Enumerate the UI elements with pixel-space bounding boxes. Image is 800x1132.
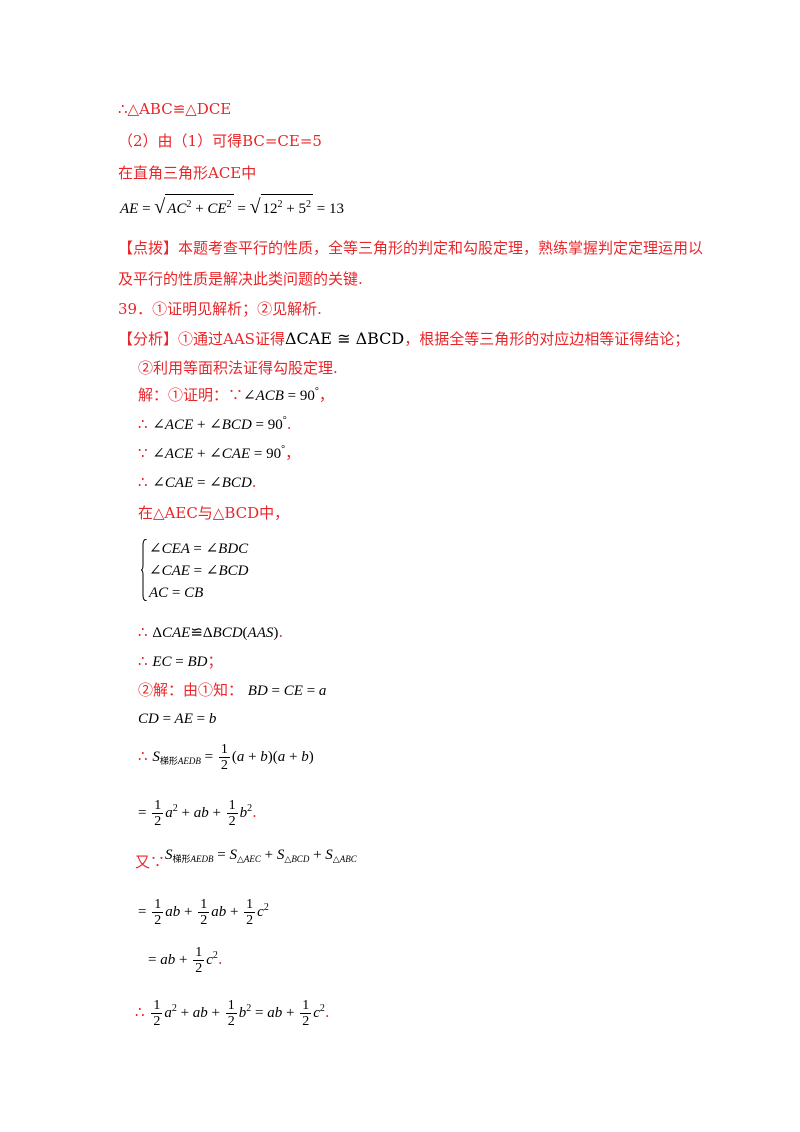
part2-solution: ②解：由①知： BD = CE = a (138, 681, 327, 699)
therefore-symbol: ∴ (135, 1003, 145, 1021)
analysis-suffix: ，根据全等三角形的对应边相等证得结论； (404, 330, 690, 348)
analysis-line-1: 【分析】①通过AAS证得ΔCAE ≅ ΔBCD，根据全等三角形的对应边相等证得结… (118, 329, 689, 349)
period: . (217, 950, 223, 968)
condition-angle-1: ∠CEA = ∠BDC (149, 541, 249, 557)
trapezoid-area-sum: 又∵S梯形AEDB = S△AEC + S△BCD + S△ABC (135, 847, 357, 871)
therefore-symbol: ∴ (138, 473, 148, 491)
period: . (251, 473, 257, 491)
tip-line-1: 【点拨】本题考查平行的性质，全等三角形的判定和勾股定理，熟练掌握判定定理运用以 (118, 239, 704, 257)
trapezoid-subscript: 梯形 (172, 854, 191, 864)
comma: ， (318, 386, 334, 404)
trapezoid-subscript: 梯形 (159, 756, 178, 766)
conclusion-congruent: ∴△ABC≌△DCE (118, 100, 232, 118)
period: . (324, 1003, 330, 1021)
part2-intro: （2）由（1）可得BC=CE=5 (118, 132, 322, 150)
part2-label: ②解：由①知： (138, 681, 244, 699)
analysis-line-2: ②利用等面积法证得勾股定理. (138, 359, 338, 377)
also-because: 又∵ (135, 853, 166, 871)
step-2: ∵ ∠ACE + ∠CAE = 90°， (138, 444, 301, 462)
congruence-conclusion: ∴ ΔCAE≌ΔBCD(AAS). (138, 623, 284, 641)
right-triangle-label: 在直角三角形ACE中 (118, 164, 257, 182)
ec-equals-bd: ∴ EC = BD； (138, 652, 223, 670)
therefore-symbol: ∴ (138, 652, 148, 670)
tip-line-2: 及平行的性质是解决此类问题的关键. (118, 270, 363, 288)
condition-side: AC = CB (149, 585, 204, 601)
comma: ， (285, 444, 301, 462)
solution-start: 解：①证明：∵∠ACB = 90°， (138, 386, 334, 404)
problem-39-answer: 39．①证明见解析；②见解析. (118, 300, 322, 318)
period: . (252, 803, 257, 821)
therefore-symbol: ∴ (138, 415, 148, 433)
therefore-symbol: ∴ (138, 623, 148, 641)
left-brace (141, 539, 147, 601)
ae-equation: AE = √AC2 + CE2 = √122 + 52 = 13 (120, 193, 344, 223)
in-triangles: 在△AEC与△BCD中， (138, 504, 290, 522)
period: . (278, 623, 284, 641)
semicolon: ； (207, 652, 223, 670)
congruence-expr: ΔCAE ≅ ΔBCD (284, 329, 405, 348)
period: . (286, 415, 292, 433)
because-symbol: ∵ (138, 444, 148, 462)
solution-label: 解：①证明：∵ (138, 386, 244, 404)
therefore-symbol: ∴ (138, 747, 148, 765)
cd-equals-ae: CD = AE = b (138, 711, 217, 727)
step-3: ∴ ∠CAE = ∠BCD. (138, 473, 257, 491)
condition-angle-2: ∠CAE = ∠BCD (149, 563, 249, 579)
analysis-prefix: 【分析】①通过AAS证得 (118, 330, 285, 348)
step-1: ∴ ∠ACE + ∠BCD = 90°. (138, 415, 292, 433)
